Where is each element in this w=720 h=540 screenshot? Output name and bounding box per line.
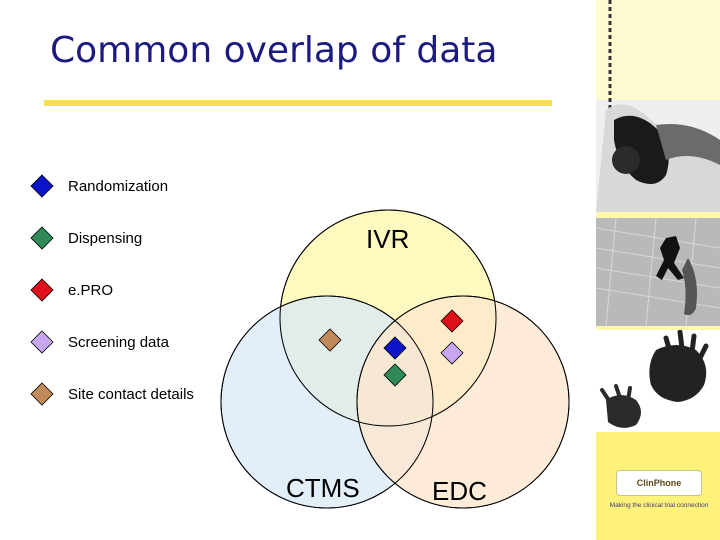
marker-site-contact-details [318, 328, 342, 352]
legend-label: e.PRO [68, 281, 114, 299]
legend-label: Randomization [68, 177, 169, 195]
legend-label: Dispensing [68, 229, 143, 247]
legend-item-randomization: Randomization [30, 174, 168, 198]
photo-runner [596, 218, 720, 326]
marker-epro [440, 309, 464, 333]
legend-label: Screening data [68, 333, 169, 351]
legend-item-epro: e.PRO [30, 278, 113, 302]
photo-climber [596, 0, 720, 212]
venn-label-ivr: IVR [366, 224, 410, 254]
diamond-icon [30, 330, 54, 354]
marker-dispensing [383, 363, 407, 387]
diamond-icon [30, 174, 54, 198]
legend-item-site-contact-details: Site contact details [30, 382, 194, 406]
venn-label-ctms: CTMS [286, 473, 360, 503]
photo-hands [596, 330, 720, 432]
title-underline [44, 100, 552, 106]
marker-randomization [383, 336, 407, 360]
legend-label: Site contact details [68, 385, 194, 403]
venn-label-edc: EDC [432, 476, 487, 506]
slide-title: Common overlap of data [50, 30, 498, 71]
marker-screening-data [440, 341, 464, 365]
legend-item-screening-data: Screening data [30, 330, 169, 354]
brand-panel: ClinPhone Making the clinical trial conn… [596, 432, 720, 540]
diamond-icon [30, 278, 54, 302]
brand-logo: ClinPhone [616, 470, 702, 496]
diamond-icon [30, 382, 54, 406]
diamond-icon [30, 226, 54, 250]
brand-tagline: Making the clinical trial connection [609, 502, 709, 509]
legend-item-dispensing: Dispensing [30, 226, 142, 250]
